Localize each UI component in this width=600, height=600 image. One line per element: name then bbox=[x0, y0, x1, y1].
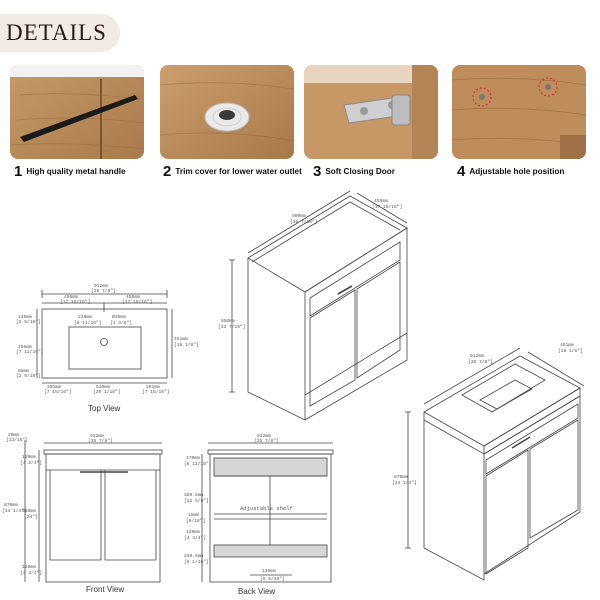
dim-label: [6 11/16"] bbox=[184, 461, 212, 467]
dim-label: Ø35mm bbox=[112, 313, 126, 320]
feature-number: 4 bbox=[457, 162, 466, 180]
adjustable-shelf-label: Adjustable shelf bbox=[240, 505, 293, 512]
dim-label: [34 1/4"] bbox=[2, 508, 27, 514]
feature-number: 3 bbox=[313, 162, 322, 180]
dim-label: [4 3/4"] bbox=[20, 570, 42, 576]
dim-label: 65mm bbox=[18, 368, 29, 374]
feature-caption-2: 2 Trim cover for lower water outlet bbox=[163, 160, 302, 182]
feature-number: 2 bbox=[163, 162, 172, 180]
dim-label: [5 5/16"] bbox=[16, 319, 41, 325]
dim-label: 135mm bbox=[18, 314, 32, 320]
dim-label: 461mm bbox=[174, 336, 188, 342]
vanity-isometric bbox=[405, 347, 585, 581]
dim-label: 170mm bbox=[186, 455, 200, 461]
dim-label: [5 5/16"] bbox=[260, 576, 285, 582]
dim-label: 456mm bbox=[126, 294, 140, 300]
dim-label: [12 5/8"] bbox=[184, 498, 209, 504]
dim-label: [1 3/8"] bbox=[110, 320, 132, 326]
dim-label: [35 7/16"] bbox=[290, 219, 318, 225]
dim-label: [8 11/16"] bbox=[74, 320, 102, 326]
dim-label: 201mm bbox=[47, 384, 61, 390]
dim-label: 201mm bbox=[146, 384, 160, 390]
dim-label: [7 15/16"] bbox=[44, 389, 72, 395]
dim-label: [34 1/4"] bbox=[392, 480, 417, 486]
dim-label: 230.5mm bbox=[184, 553, 204, 559]
top-view-label: Top View bbox=[88, 404, 121, 413]
dim-label: 912mm bbox=[90, 433, 104, 439]
details-title: DETAILS bbox=[6, 20, 107, 45]
metal-handle-icon bbox=[10, 65, 144, 159]
feature-label: Adjustable hole position bbox=[469, 166, 565, 176]
dim-label: [2 9/16"] bbox=[16, 373, 41, 379]
dim-label: 320.5mm bbox=[184, 492, 204, 498]
dim-label: 120mm bbox=[22, 564, 36, 570]
feature-caption-1: 1 High quality metal handle bbox=[14, 160, 126, 182]
dim-label: [35 7/8"] bbox=[468, 359, 493, 365]
dim-label: 461mm bbox=[560, 342, 574, 348]
dim-label: 870mm bbox=[4, 502, 18, 508]
dim-label: [13/16"] bbox=[6, 437, 28, 443]
dim-label: 135mm bbox=[262, 568, 276, 574]
dim-label: [35 7/8"] bbox=[91, 288, 116, 294]
dim-label: [18 1/8"] bbox=[174, 342, 199, 348]
dim-label: 900mm bbox=[292, 213, 306, 219]
holes-photo bbox=[452, 65, 586, 159]
feature-caption-3: 3 Soft Closing Door bbox=[313, 160, 395, 182]
dim-label: 850mm bbox=[221, 318, 235, 324]
back-view-label: Back View bbox=[238, 587, 276, 596]
dim-label: 15mm bbox=[188, 512, 199, 518]
hinge-photo bbox=[304, 65, 438, 159]
dim-label: 455mm bbox=[374, 198, 388, 204]
back-view-drawing bbox=[201, 442, 334, 583]
dim-label: 195mm bbox=[18, 344, 32, 350]
dim-label: 912mm bbox=[470, 353, 484, 359]
front-view-label: Front View bbox=[86, 585, 125, 594]
dim-label: 220mm bbox=[78, 314, 92, 320]
dim-label: [17 15/16"] bbox=[372, 204, 402, 210]
dim-label: [35 7/8"] bbox=[88, 438, 113, 444]
adjustable-hole-icon bbox=[452, 65, 586, 159]
dim-label: 120mm bbox=[186, 529, 200, 535]
feature-label: High quality metal handle bbox=[26, 166, 126, 176]
dim-label: [17 15/16"] bbox=[122, 299, 152, 305]
feature-caption-4: 4 Adjustable hole position bbox=[457, 160, 565, 182]
dim-label: [17 15/16"] bbox=[60, 299, 90, 305]
dim-label: [24"] bbox=[24, 514, 38, 520]
outlet-photo bbox=[160, 65, 294, 159]
dim-label: [35 7/8"] bbox=[254, 438, 279, 444]
cabinet-isometric bbox=[229, 190, 408, 421]
dim-label: [7 15/16"] bbox=[142, 389, 170, 395]
dim-label: [7 11/16"] bbox=[16, 349, 44, 355]
handle-photo bbox=[10, 65, 144, 159]
dim-label: [4 3/4"] bbox=[20, 460, 42, 466]
soft-close-hinge-icon bbox=[304, 65, 438, 159]
dim-label: 870mm bbox=[394, 474, 408, 480]
dim-label: [33 7/16"] bbox=[218, 324, 246, 330]
details-header: DETAILS bbox=[0, 14, 120, 52]
dim-label: [9/16"] bbox=[186, 518, 205, 524]
feature-number: 1 bbox=[14, 162, 23, 180]
dim-label: 912mm bbox=[94, 283, 108, 289]
feature-label: Trim cover for lower water outlet bbox=[175, 166, 302, 176]
front-view-drawing bbox=[24, 440, 163, 583]
feature-label: Soft Closing Door bbox=[325, 166, 395, 176]
dim-label: [20 1/16"] bbox=[93, 389, 121, 395]
dim-label: 510mm bbox=[96, 384, 110, 390]
dim-label: 610mm bbox=[22, 508, 36, 514]
dim-label: 912mm bbox=[257, 433, 271, 439]
dim-label: 120mm bbox=[22, 454, 36, 460]
dim-label: 456mm bbox=[64, 294, 78, 300]
dim-label: [18 1/8"] bbox=[558, 348, 583, 354]
dim-label: [4 3/4"] bbox=[184, 535, 206, 541]
water-outlet-cover-icon bbox=[160, 65, 294, 159]
dim-label: [9 1/16"] bbox=[184, 559, 209, 565]
dim-label: 20mm bbox=[8, 432, 19, 438]
top-view-drawing bbox=[36, 290, 173, 384]
